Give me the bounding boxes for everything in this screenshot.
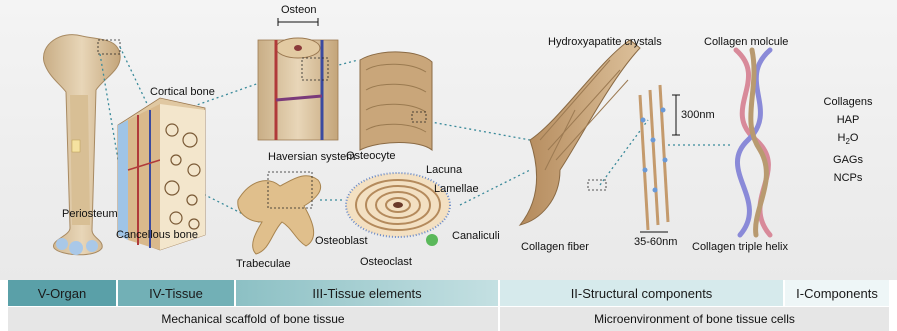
label-collagen-fiber: Collagen fiber [521, 241, 589, 254]
component-ncps: NCPs [818, 169, 878, 187]
level-structural-components: II-Structural components [500, 280, 783, 306]
label-osteon: Osteon [281, 4, 316, 17]
lamellae-cylinder [360, 52, 432, 150]
level-organ: V-Organ [8, 280, 116, 306]
components-list: Collagens HAP H2O GAGs NCPs [818, 93, 878, 187]
label-period-300nm: 300nm [681, 109, 715, 122]
level-tissue: IV-Tissue [118, 280, 234, 306]
level-components: I-Components [785, 280, 889, 306]
label-diameter-35-60nm: 35-60nm [634, 236, 677, 249]
label-osteoclast: Osteoclast [360, 256, 412, 269]
cortical-cancellous-block [118, 98, 205, 250]
footer-microenvironment: Microenvironment of bone tissue cells [500, 307, 889, 331]
label-lamellae: Lamellae [434, 183, 479, 196]
footer-mechanical-scaffold: Mechanical scaffold of bone tissue [8, 307, 498, 331]
label-periosteum: Periosteum [62, 208, 118, 221]
component-gags: GAGs [818, 151, 878, 169]
component-hap: HAP [818, 111, 878, 129]
label-hydroxyapatite-crystals: Hydroxyapatite crystals [548, 36, 662, 49]
label-canaliculi: Canaliculi [452, 230, 500, 243]
label-lacuna: Lacuna [426, 164, 462, 177]
component-h2o: H2O [818, 129, 878, 151]
label-collagen-molecule: Collagen molcule [704, 36, 788, 49]
label-haversian-system: Haversian system [268, 151, 355, 164]
label-cancellous-bone: Cancellous bone [116, 229, 198, 242]
label-cortical-bone: Cortical bone [150, 86, 215, 99]
label-osteoblast: Osteoblast [315, 235, 368, 248]
label-collagen-triple-helix: Collagen triple helix [692, 241, 788, 254]
label-trabeculae: Trabeculae [236, 258, 291, 271]
label-osteocyte: Osteocyte [346, 150, 396, 163]
level-tissue-elements: III-Tissue elements [236, 280, 498, 306]
component-collagens: Collagens [818, 93, 878, 111]
